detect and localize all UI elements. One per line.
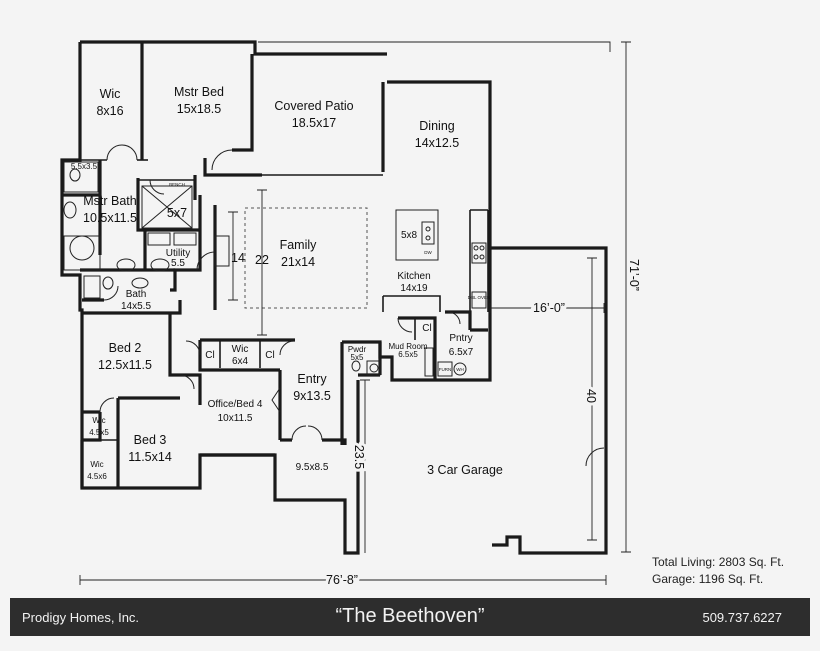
bath-size: 14x5.5 [121, 301, 151, 312]
master-bed-size: 15x18.5 [177, 102, 222, 116]
dimension-labels: 76’-8” 71’-0” 16’-0” 40 23.5 [323, 256, 644, 590]
garage-width-dim: 16’-0” [533, 301, 565, 315]
dishwasher-label: DW [424, 250, 432, 255]
plan-title: “The Beethoven” [335, 605, 485, 627]
bed2-name: Bed 2 [109, 341, 142, 355]
fixtures [63, 161, 607, 470]
family-width-dim: 14 [231, 251, 245, 265]
bed3-size: 11.5x14 [128, 450, 172, 464]
family-depth-dim: 22 [255, 253, 269, 267]
wic-bed2-name: Wic [92, 416, 105, 425]
garage-depth-dim: 40 [584, 389, 598, 403]
wic-bed2-size: 4.5x5 [89, 428, 109, 437]
phone-number: 509.737.6227 [702, 610, 782, 625]
dimension-lines [79, 41, 631, 585]
floor-plan: Wic 8x16 Mstr Bed 15x18.5 Covered Patio … [60, 40, 644, 590]
pantry-name: Pntry [449, 333, 472, 344]
master-bath-name: Mstr Bath [83, 194, 137, 208]
bath-name: Bath [126, 289, 147, 300]
mud-room-size: 6.5x5 [398, 350, 418, 359]
oven-label: DBL OVEN [468, 295, 491, 300]
pantry-size: 6.5x7 [449, 347, 474, 358]
dining-size: 14x12.5 [415, 136, 460, 150]
furnace-label: FURN [439, 367, 452, 372]
room-labels: Wic 8x16 Mstr Bed 15x18.5 Covered Patio … [71, 85, 503, 481]
small-closet-size: 5.5x3.5 [71, 162, 98, 171]
family-name: Family [280, 238, 318, 252]
overall-depth-dim: 71’-0” [627, 259, 641, 291]
porch-size: 9.5x8.5 [296, 462, 329, 473]
garage-name: 3 Car Garage [427, 463, 503, 477]
wic-master-name: Wic [100, 87, 121, 101]
wic-hall-size: 6x4 [232, 356, 249, 367]
closet-left-label: Cl [205, 350, 214, 361]
covered-patio-name: Covered Patio [274, 99, 353, 113]
wic-bed3-size: 4.5x6 [87, 472, 107, 481]
mud-room-name: Mud Room [388, 342, 427, 351]
footer-bar: Prodigy Homes, Inc. “The Beethoven” 509.… [10, 598, 810, 636]
total-living: Total Living: 2803 Sq. Ft. [652, 555, 785, 569]
entry-name: Entry [297, 372, 327, 386]
company-name: Prodigy Homes, Inc. [22, 610, 140, 625]
garage-area: Garage: 1196 Sq. Ft. [652, 572, 764, 586]
office-name: Office/Bed 4 [208, 399, 263, 410]
water-heater-label: WH [456, 367, 464, 372]
island-size: 5x8 [401, 230, 418, 241]
wic-bed3-name: Wic [90, 460, 103, 469]
bench-label: BENCH [169, 182, 185, 187]
exterior-walls [60, 40, 608, 555]
covered-patio-size: 18.5x17 [292, 116, 337, 130]
family-size: 21x14 [281, 255, 315, 269]
wic-master-size: 8x16 [96, 104, 123, 118]
bed2-size: 12.5x11.5 [98, 358, 152, 372]
overall-width-dim: 76’-8” [326, 573, 358, 587]
powder-size: 5x5 [351, 353, 364, 362]
shower-size: 5x7 [167, 206, 187, 220]
utility-size: 5.5 [171, 258, 185, 269]
kitchen-size: 14x19 [400, 283, 428, 294]
utility-name: Utility [166, 248, 190, 259]
entry-size: 9x13.5 [293, 389, 331, 403]
powder-name: Pwdr [348, 345, 367, 354]
wic-hall-name: Wic [232, 344, 249, 355]
closet-right-label: Cl [265, 350, 274, 361]
entry-depth-dim: 23.5 [352, 445, 366, 469]
area-totals: Total Living: 2803 Sq. Ft. Garage: 1196 … [652, 554, 784, 588]
bed3-name: Bed 3 [134, 433, 167, 447]
master-bath-size: 10.5x11.5 [83, 211, 137, 225]
dining-name: Dining [419, 119, 454, 133]
kitchen-name: Kitchen [397, 271, 430, 282]
interior-walls [62, 42, 489, 488]
office-size: 10x11.5 [218, 413, 253, 424]
master-bed-name: Mstr Bed [174, 85, 224, 99]
closet-mud-label: Cl [422, 323, 431, 334]
